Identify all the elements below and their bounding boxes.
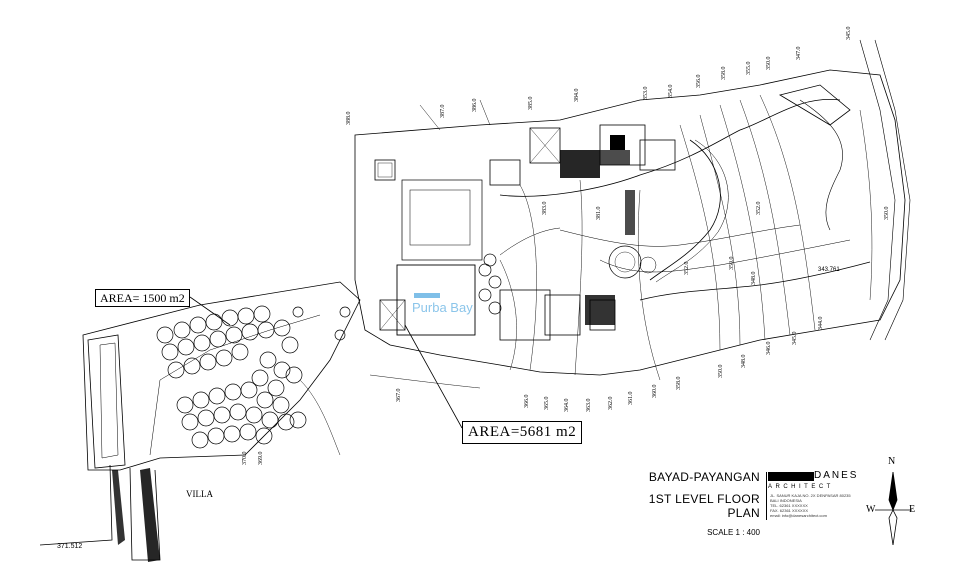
contour-label: 361.0 bbox=[628, 392, 634, 406]
contour-label: 364.0 bbox=[564, 399, 570, 413]
contour-label: 353.0 bbox=[643, 87, 649, 101]
contour-label: 344.0 bbox=[818, 317, 824, 331]
villa-building-outline bbox=[87, 334, 126, 469]
compass-east-label: E bbox=[909, 504, 916, 515]
east-road bbox=[859, 39, 911, 341]
contour-label: 352.0 bbox=[684, 262, 690, 276]
contour-label: 385.0 bbox=[528, 97, 534, 111]
contour-label: 350.0 bbox=[766, 57, 772, 71]
contour-label: 358.0 bbox=[676, 377, 682, 391]
watermark-bar bbox=[414, 293, 440, 298]
logo-email: email: info@danesarchitect.com bbox=[770, 513, 827, 518]
villa-trees bbox=[156, 253, 502, 449]
logo-name: DANES bbox=[814, 470, 859, 481]
contour-label: 348.0 bbox=[751, 272, 757, 286]
logo-fax: FAX. 62361 XXXXXX bbox=[770, 508, 809, 513]
project-title: BAYAD-PAYANGAN bbox=[648, 470, 760, 484]
north-arrow bbox=[875, 471, 912, 546]
elevation-label-sw: 371.512 bbox=[57, 543, 83, 550]
contour-label: 345.0 bbox=[792, 332, 798, 346]
logo-address: JL. SANUR KAJA NO. 2X DENPASAR 80235 bbox=[770, 493, 851, 498]
contour-label: 352.0 bbox=[756, 202, 762, 216]
contour-label: 360.0 bbox=[652, 385, 658, 399]
contour-label: 348.0 bbox=[741, 355, 747, 369]
logo-subtitle: ARCHITECT bbox=[768, 484, 834, 490]
logo-divider bbox=[766, 472, 767, 520]
leader-area-main bbox=[404, 324, 463, 429]
roundabout bbox=[608, 245, 642, 279]
contour-label: 350.0 bbox=[729, 257, 735, 271]
drawing-title: 1ST LEVEL FLOOR PLAN bbox=[648, 492, 760, 520]
contour-label: 388.0 bbox=[346, 112, 352, 126]
contour-label: 354.0 bbox=[668, 85, 674, 99]
contour-label: 350.0 bbox=[718, 365, 724, 379]
villa-label: VILLA bbox=[186, 489, 213, 499]
area-main-label: AREA=5681 m2 bbox=[462, 421, 583, 444]
contour-label: 347.0 bbox=[796, 47, 802, 61]
elevation-label-ne: 343.761 bbox=[818, 267, 840, 273]
logo-bar bbox=[768, 472, 814, 481]
compass-west-label: W bbox=[866, 504, 876, 515]
leader-area-villa bbox=[189, 296, 231, 326]
contour-label: 367.0 bbox=[396, 389, 402, 403]
contour-label: 384.0 bbox=[574, 89, 580, 103]
contour-label: 366.0 bbox=[524, 395, 530, 409]
villa-access-road bbox=[39, 464, 161, 561]
contour-label: 362.0 bbox=[608, 397, 614, 411]
contour-label: 356.0 bbox=[696, 75, 702, 89]
villa-site-boundary bbox=[82, 281, 361, 471]
contour-label: 363.0 bbox=[586, 399, 592, 413]
contour-label: 387.0 bbox=[440, 105, 446, 119]
contour-label: 370.0 bbox=[242, 452, 248, 466]
contour-label: 381.0 bbox=[596, 207, 602, 221]
title-block: BAYAD-PAYANGAN 1ST LEVEL FLOOR PLAN SCAL… bbox=[620, 470, 760, 537]
area-villa-label: AREA= 1500 m2 bbox=[95, 289, 190, 307]
logo-address: BALI INDONESIA bbox=[770, 498, 802, 503]
garden-path bbox=[499, 98, 841, 197]
contour-label: 358.0 bbox=[721, 67, 727, 81]
drawing-scale: SCALE 1 : 400 bbox=[707, 528, 760, 537]
contour-label: 346.0 bbox=[766, 342, 772, 356]
contour-label: 365.0 bbox=[544, 397, 550, 411]
contour-label: 369.0 bbox=[258, 452, 264, 466]
contour-label: 350.0 bbox=[884, 207, 890, 221]
contour-label: 355.0 bbox=[746, 62, 752, 76]
contour-label: 345.0 bbox=[846, 27, 852, 41]
contour-label: 383.0 bbox=[542, 202, 548, 216]
watermark-text: Purba Bay bbox=[412, 300, 473, 315]
compass-north-label: N bbox=[888, 456, 896, 467]
architect-logo: DANES ARCHITECT JL. SANUR KAJA NO. 2X DE… bbox=[766, 470, 860, 520]
contour-label: 386.0 bbox=[472, 99, 478, 113]
main-site-boundary bbox=[354, 69, 906, 376]
logo-phone: TEL. 62361 XXXXXX bbox=[770, 503, 808, 508]
